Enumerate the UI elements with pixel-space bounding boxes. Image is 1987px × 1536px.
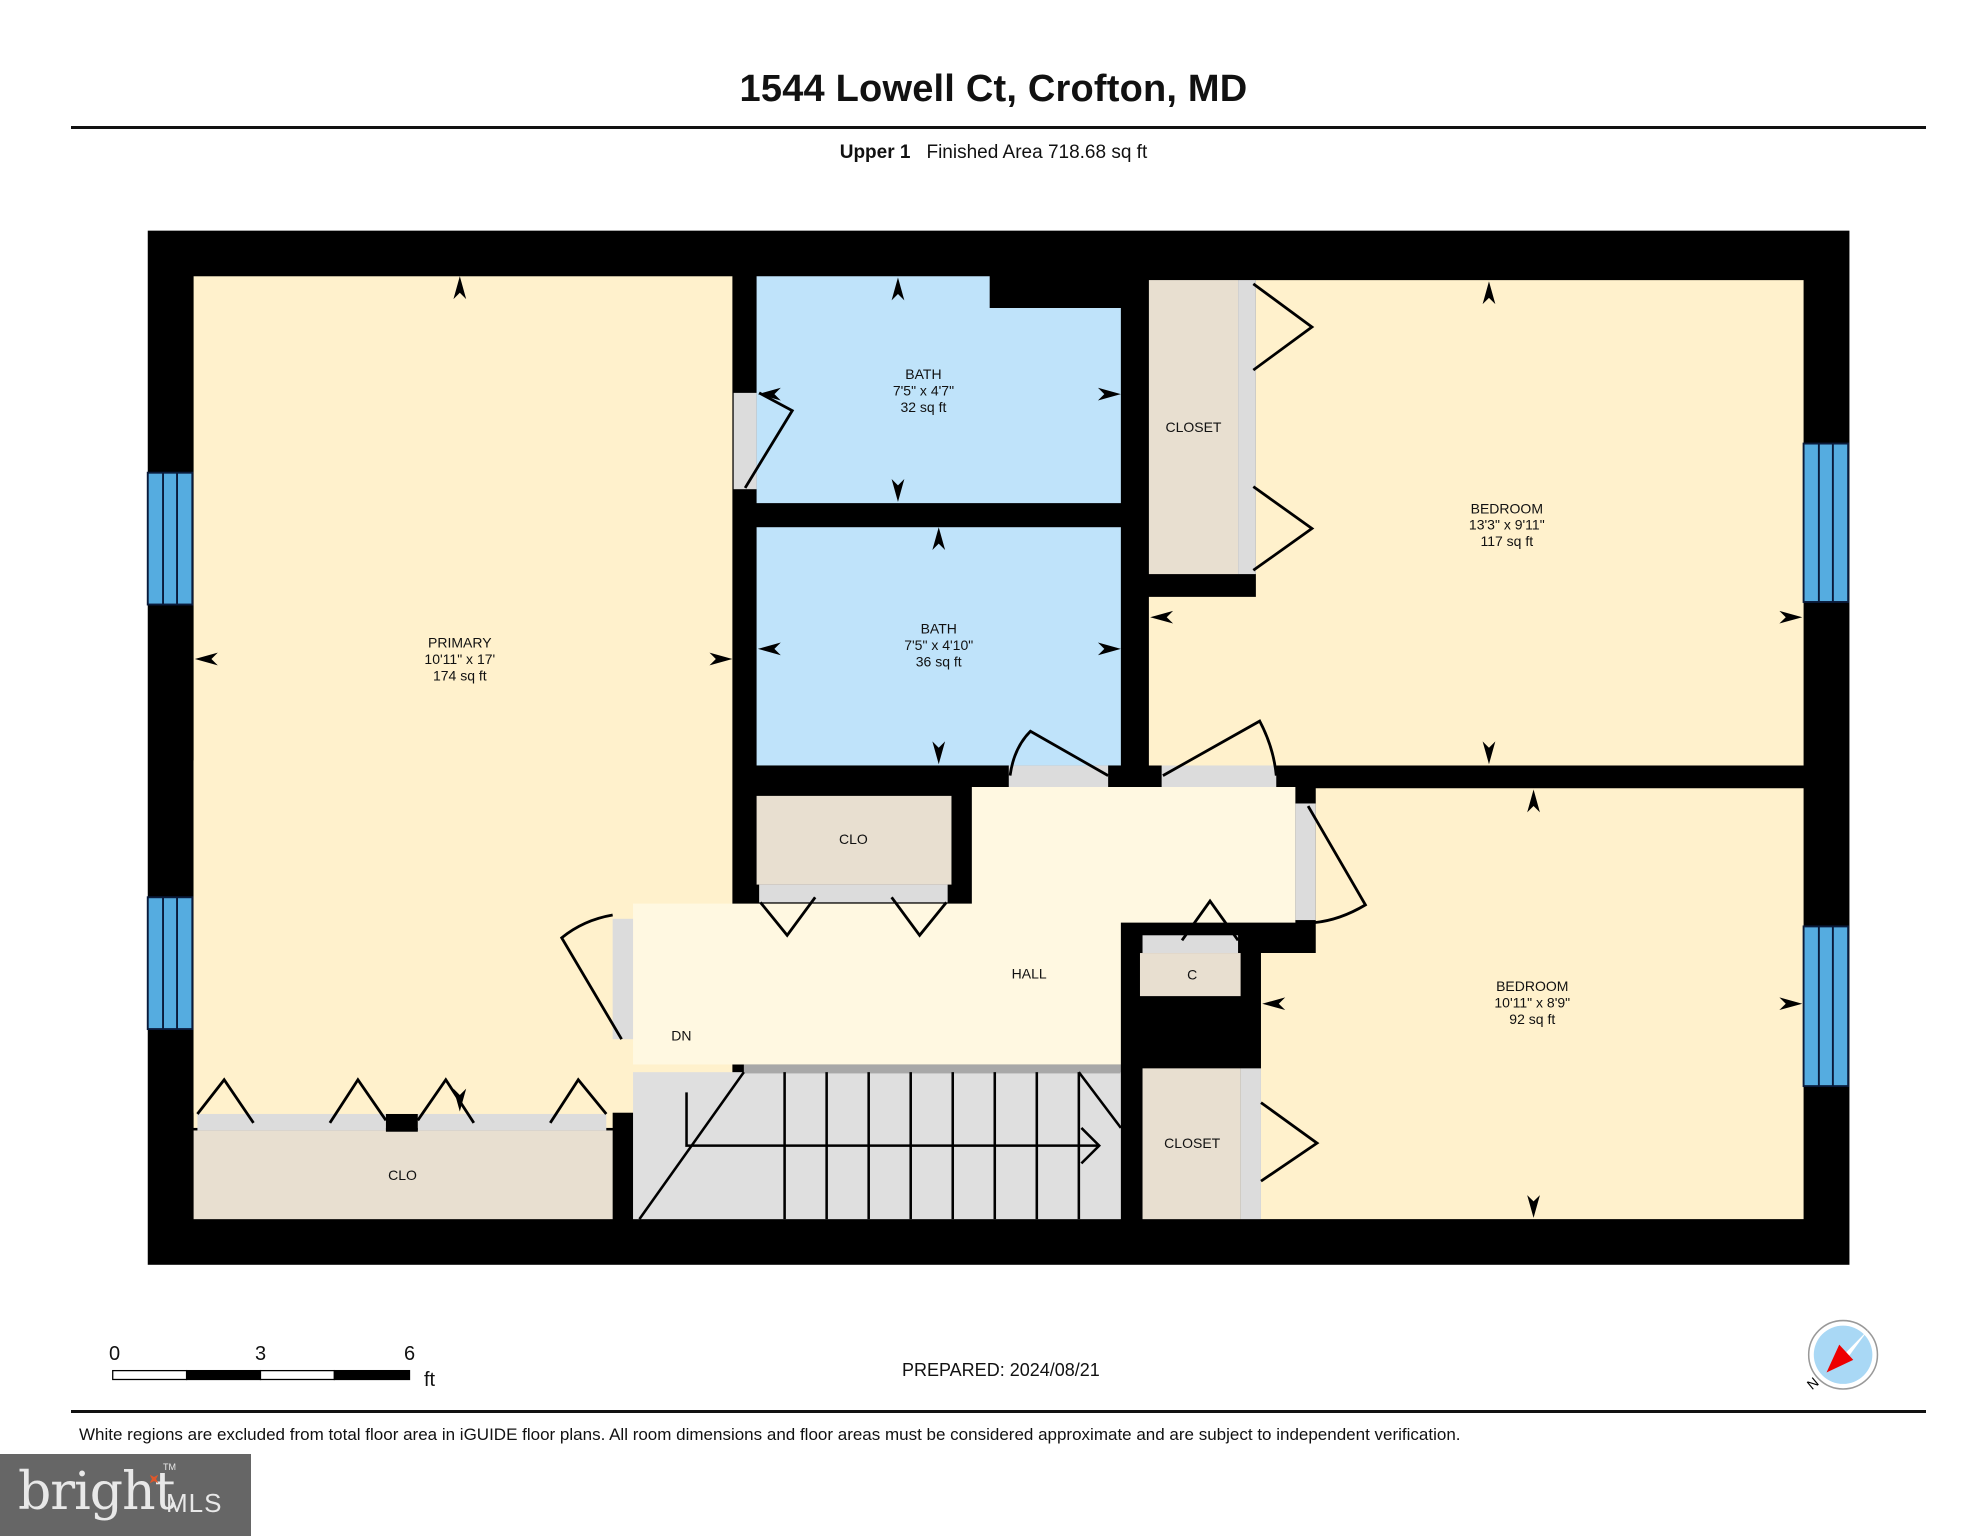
svg-text:CLOSET: CLOSET: [1165, 419, 1221, 435]
hall-door-strip-bedroom2: [1295, 803, 1316, 921]
room-area: 36 sq ft: [916, 654, 962, 670]
room-dims: 7'5" x 4'7": [893, 382, 954, 398]
svg-text:7'5" x 4'7": 7'5" x 4'7": [893, 382, 954, 398]
room-bedroom-1: [1148, 280, 1804, 766]
room-area: 32 sq ft: [900, 399, 946, 415]
hall-door-strip-bedroom: [1161, 765, 1277, 788]
page-title: 1544 Lowell Ct, Crofton, MD: [739, 68, 1248, 110]
room-name: PRIMARY: [428, 635, 492, 651]
closet-label: CLO: [388, 1167, 417, 1183]
scale-tick-0: 0: [109, 1343, 121, 1365]
disclaimer: White regions are excluded from total fl…: [79, 1425, 1461, 1444]
logo-brand: bright: [18, 1462, 175, 1522]
svg-text:CLO: CLO: [839, 831, 868, 847]
closet-label: CLOSET: [1164, 1135, 1220, 1151]
svg-text:BEDROOM: BEDROOM: [1496, 978, 1568, 994]
room-dims: 7'5" x 4'10": [904, 637, 973, 653]
svg-text:92 sq ft: 92 sq ft: [1509, 1011, 1555, 1027]
footer-divider: [71, 1410, 1926, 1413]
scale-tick-6: 6: [404, 1343, 416, 1365]
closet-hall-door-strip: [759, 884, 948, 903]
room-name: BATH: [905, 366, 941, 382]
svg-text:C: C: [1187, 967, 1197, 983]
closet-bottom: [1142, 1068, 1241, 1220]
stairs-down-label: DN: [671, 1028, 691, 1044]
room-area: 174 sq ft: [433, 668, 487, 684]
closet-bottom-door-strip: [1240, 1068, 1261, 1220]
svg-text:36 sq ft: 36 sq ft: [916, 654, 962, 670]
room-primary-lower: [193, 760, 613, 1128]
svg-text:10'11" x 8'9": 10'11" x 8'9": [1494, 995, 1570, 1011]
logo-suffix: MLS: [166, 1488, 223, 1518]
svg-text:10'11" x 17': 10'11" x 17': [424, 651, 495, 667]
room-bedroom-2: [1260, 788, 1804, 1220]
dimension-arrow-icons: [194, 276, 1803, 1218]
floor-summary: Upper 1 Finished Area 718.68 sq ft: [0, 142, 1987, 164]
svg-text:117 sq ft: 117 sq ft: [1480, 533, 1533, 549]
scale-unit: ft: [424, 1369, 436, 1391]
room-dims: 13'3" x 9'11": [1469, 517, 1545, 533]
closet-hall: [756, 795, 952, 885]
svg-text:174 sq ft: 174 sq ft: [433, 668, 487, 684]
closet-label: C: [1187, 967, 1197, 983]
hall-door-strip-primary: [612, 918, 634, 1040]
door-swings: [196, 282, 1368, 1183]
window: [146, 471, 194, 606]
room-dims: 10'11" x 17': [424, 651, 495, 667]
closet-top-door-strip: [1238, 280, 1256, 575]
room-name: BEDROOM: [1471, 500, 1543, 516]
room-bath-1: [756, 276, 1121, 504]
room-name: BEDROOM: [1496, 978, 1568, 994]
hall-label: HALL: [1012, 965, 1047, 981]
scale-tick-3: 3: [255, 1343, 267, 1365]
room-name: BATH: [921, 621, 957, 637]
hall-door-strip-bath: [1008, 765, 1109, 788]
svg-text:13'3" x 9'11": 13'3" x 9'11": [1469, 517, 1545, 533]
header-divider: [71, 126, 1926, 129]
closet-label: CLOSET: [1165, 419, 1221, 435]
svg-text:BEDROOM: BEDROOM: [1471, 500, 1543, 516]
bright-mls-logo: bright TM MLS: [0, 1454, 251, 1536]
svg-text:HALL: HALL: [1012, 965, 1047, 981]
room-dims: 10'11" x 8'9": [1494, 995, 1570, 1011]
room-area: 117 sq ft: [1480, 533, 1533, 549]
svg-text:32 sq ft: 32 sq ft: [900, 399, 946, 415]
prepared-date: PREPARED: 2024/08/21: [902, 1360, 1100, 1380]
svg-text:CLOSET: CLOSET: [1164, 1135, 1220, 1151]
room-bath-2: [756, 527, 1121, 766]
window: [146, 896, 194, 1031]
closet-primary-door-strip: [197, 1113, 386, 1131]
logo-trademark: TM: [163, 1462, 176, 1472]
svg-text:BATH: BATH: [921, 621, 957, 637]
svg-text:BATH: BATH: [905, 366, 941, 382]
bath1-door-strip: [733, 392, 757, 490]
finished-area: Finished Area 718.68 sq ft: [926, 142, 1148, 163]
compass-icon: N: [1804, 1319, 1879, 1393]
closet-label: CLO: [839, 831, 868, 847]
closet-primary-door-strip: [417, 1113, 607, 1131]
scale-bar: [112, 1369, 411, 1381]
closet-top: [1148, 280, 1239, 575]
floor-level: Upper 1: [839, 142, 911, 163]
svg-text:7'5" x 4'10": 7'5" x 4'10": [904, 637, 973, 653]
closet-primary: [193, 1130, 613, 1220]
closet-small-door-strip: [1142, 935, 1239, 954]
closet-small: [1139, 953, 1241, 997]
svg-text:CLO: CLO: [388, 1167, 417, 1183]
stairs-direction-arrow-icon: [685, 1092, 1102, 1165]
window: [1802, 442, 1850, 603]
stairs-railing: [743, 1064, 1121, 1074]
window: [1802, 925, 1850, 1088]
room-area: 92 sq ft: [1509, 1011, 1555, 1027]
room-hall: [633, 787, 1296, 1065]
svg-text:DN: DN: [671, 1028, 691, 1044]
svg-text:PRIMARY: PRIMARY: [428, 635, 492, 651]
